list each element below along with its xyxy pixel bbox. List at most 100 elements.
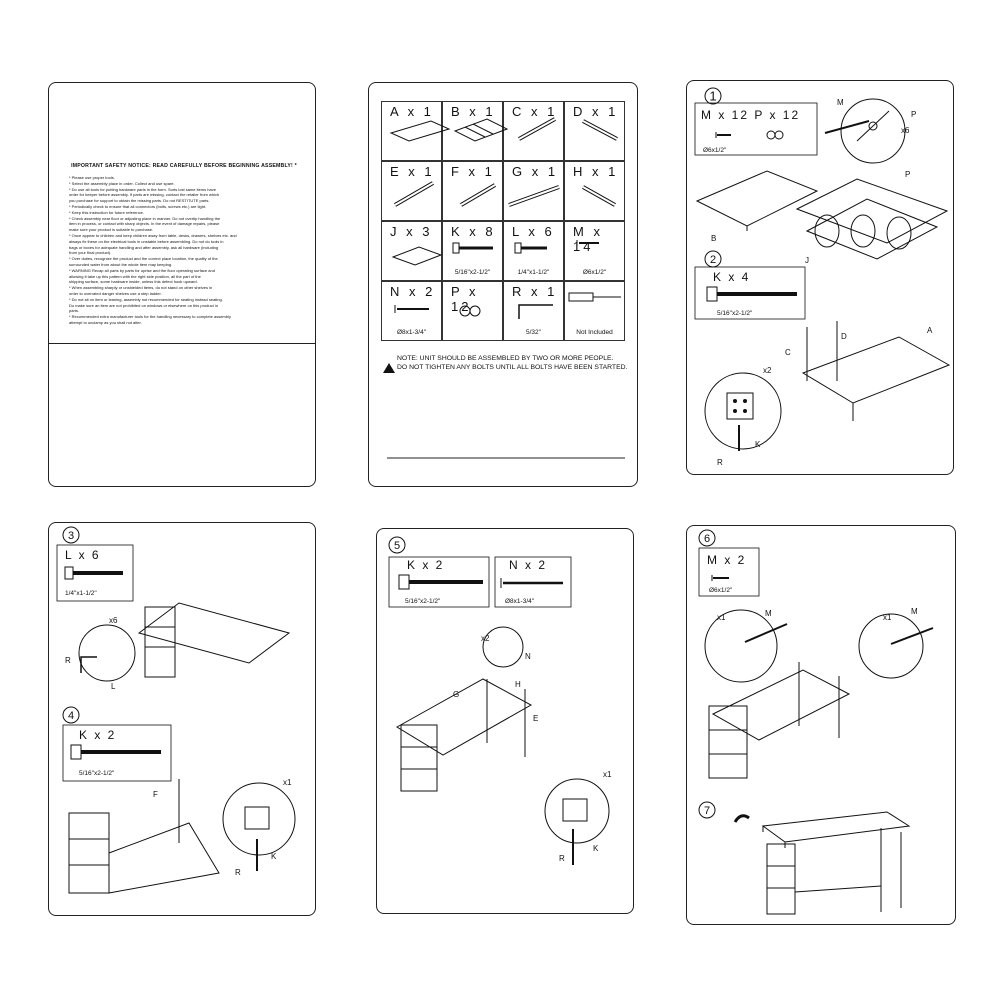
steps-1-2-panel: 1 M x 12 P x 12 Ø6x1/2" M P x6 B P J 2 [686,80,954,475]
notice-line: * Recommended extra manufacturer tools f… [69,314,231,320]
label-m-6: M [765,609,772,618]
notice-divider [49,343,315,344]
step-4-hardware-label: K x 2 [79,728,116,742]
step-1-number: 1 [709,89,716,104]
part-cell: E x 1 [381,161,442,221]
bolt-k-icon [706,286,797,302]
part-label: R x 1 [512,284,558,299]
part-a-board-icon [389,120,451,142]
label-g: G [453,690,459,699]
part-label: L x 6 [512,224,555,239]
step-7-number: 7 [704,805,710,817]
part-label: J x 3 [390,224,433,239]
label-p: P [911,110,916,119]
part-e-rod-icon [393,181,435,207]
part-cell: Not Included [564,281,625,341]
step-2-number: 2 [710,254,716,266]
part-j-shelf-icon [391,246,443,266]
note-line-1: NOTE: UNIT SHOULD BE ASSEMBLED BY TWO OR… [397,355,614,362]
note-line-2: DO NOT TIGHTEN ANY BOLTS UNTIL ALL BOLTS… [397,364,628,371]
part-b-panel-icon [453,118,509,142]
label-d: D [841,332,847,341]
steps-3-4-panel: 3 L x 6 1/4"x1-1/2" x6 R L 4 K x 2 5/16"… [48,522,316,916]
part-label: P x 12 [451,284,479,314]
part-k-bolt-icon [452,242,493,254]
label-b: B [711,234,716,243]
part-g-rod-icon [508,185,560,207]
warning-icon: ! [383,363,395,374]
part-f-rod-icon [459,183,497,207]
notice-line: * Keep this instruction for future refer… [69,209,144,215]
notice-line: * When assembling sharply or unshielded … [69,285,213,291]
notice-line: * Once appear to children and keep child… [69,232,237,238]
part-c-rod-icon [518,117,556,141]
notice-title: IMPORTANT SAFETY NOTICE: READ CAREFULLY … [71,163,297,169]
bolt-l-icon [64,566,123,580]
part-label: K x 8 [451,224,496,239]
notice-marker: * [294,163,297,169]
part-size: Ø8x1-3/4" [396,329,427,336]
notice-line: * Select the assembly place in order. Co… [69,180,175,186]
notice-line: * Please use proper tools. [69,175,115,180]
notice-line: always fix these on the electrical tools… [69,238,224,244]
step-3-multiplier: x6 [109,616,118,625]
step-4-multiplier: x1 [283,778,292,787]
part-h-rod-icon [582,185,616,207]
screwdriver-icon [568,292,621,302]
svg-text:!: ! [387,368,389,374]
label-k-5: K [593,844,599,853]
label-a: A [927,326,933,335]
part-cell: L x 6 1/4"x1-1/2" [503,221,564,281]
step-6-size: Ø6x1/2" [709,587,733,594]
step-5-multiplier: x2 [481,634,490,643]
part-cell: J x 3 [381,221,442,281]
steps-6-7-drawing: 6 M x 2 Ø6x1/2" x1 M x1 M 7 [698,529,934,915]
part-d-rod-icon [582,119,618,141]
label-k: K [755,440,761,449]
part-label: A x 1 [390,104,434,119]
step-1-hardware-label: M x 12 P x 12 [701,108,800,122]
label-k-4: K [271,852,277,861]
label-r-5: R [559,854,565,863]
notice-line: * Over duties, recognize the product and… [69,256,218,262]
notice-line: order for keeper before assembly. If par… [69,192,220,198]
step-4-number: 4 [68,710,74,722]
part-label: H x 1 [573,164,619,179]
notice-line: item in process, or contact with sharp o… [69,221,220,227]
step-3-hardware-label: L x 6 [65,548,101,562]
step-5-panel: 5 K x 2 5/16"x2-1/2" N x 2 Ø8x1-3/4" x2 … [376,528,634,914]
notice-line: attempt to unclamp as you shall not alte… [69,319,142,325]
step-2-multiplier: x2 [763,366,772,375]
step-5-size-2: Ø8x1-3/4" [505,598,535,605]
part-size: 1/4"x1-1/2" [517,269,550,276]
part-label: F x 1 [451,164,495,179]
label-m-6b: M [911,607,918,616]
part-r-wrench-icon [518,304,553,319]
bolt-k-icon-3 [398,574,483,590]
notice-text: * Please use proper tools.* Select the a… [69,175,301,326]
step-4-size: 5/16"x2-1/2" [79,770,115,777]
notice-line: Do make sure an item are not prohibited … [69,302,218,308]
part-size: Not Included [576,329,613,336]
bolt-k-icon-2 [70,744,161,760]
step-5-hardware-label-1: K x 2 [407,558,444,572]
part-label: N x 2 [390,284,436,299]
part-label: E x 1 [390,164,435,179]
step-5-drawing: 5 K x 2 5/16"x2-1/2" N x 2 Ø8x1-3/4" x2 … [388,536,612,865]
step-3-size: 1/4"x1-1/2" [65,590,97,597]
safety-notice-panel: IMPORTANT SAFETY NOTICE: READ CAREFULLY … [48,82,316,487]
step-5-multiplier-2: x1 [603,770,612,779]
notice-line: * WARNING Recap all parts by parts for u… [69,267,215,273]
label-l: L [111,682,116,691]
label-f: F [153,790,158,799]
screw-m-icon [715,132,731,138]
step-5-hardware-label-2: N x 2 [509,558,547,572]
step-6-hardware-label: M x 2 [707,553,746,567]
label-j: J [805,256,809,265]
step-5-size-1: 5/16"x2-1/2" [405,598,441,605]
part-cell: H x 1 [564,161,625,221]
steps-1-2-drawing: 1 M x 12 P x 12 Ø6x1/2" M P x6 B P J 2 [694,87,951,467]
label-r: R [717,458,723,467]
